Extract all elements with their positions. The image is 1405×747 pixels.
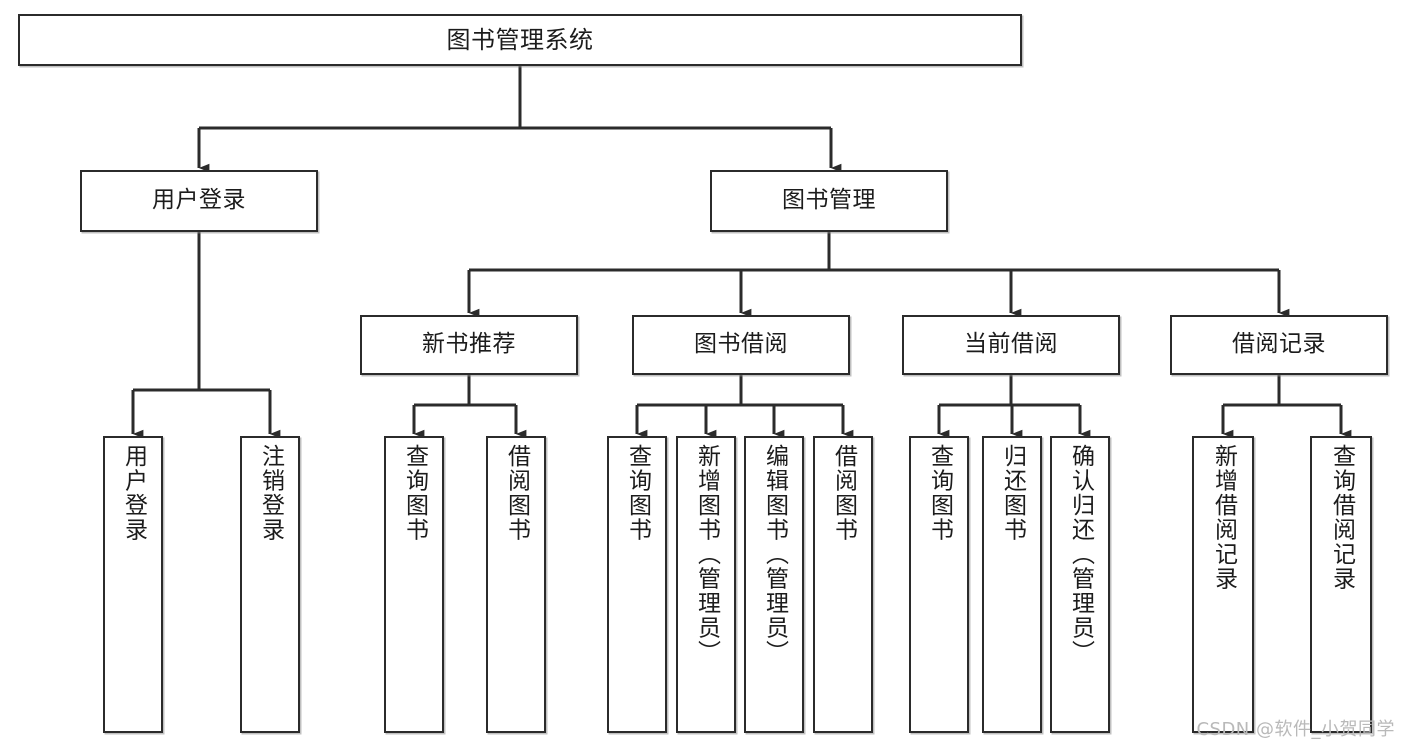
leaf-query-books-borrow[interactable]: 查询图书 (607, 436, 667, 733)
leaf-confirm-return-admin[interactable]: 确认归还（管理员） (1050, 436, 1110, 733)
node-book-borrow[interactable]: 图书借阅 (632, 315, 850, 375)
leaf-logout[interactable]: 注销登录 (240, 436, 300, 733)
node-label: 确认归还（管理员） (1067, 444, 1094, 665)
node-label: 新增图书（管理员） (693, 444, 720, 665)
node-new-book-recommend[interactable]: 新书推荐 (360, 315, 578, 375)
node-root-system[interactable]: 图书管理系统 (18, 14, 1022, 66)
node-label: 借阅记录 (1232, 331, 1326, 358)
node-current-borrow[interactable]: 当前借阅 (902, 315, 1120, 375)
leaf-edit-book-admin[interactable]: 编辑图书（管理员） (744, 436, 804, 733)
node-label: 新增借阅记录 (1210, 444, 1237, 591)
node-label: 用户登录 (120, 444, 147, 542)
node-label: 编辑图书（管理员） (761, 444, 788, 665)
node-user-login[interactable]: 用户登录 (80, 170, 318, 232)
node-label: 查询图书 (401, 444, 428, 542)
node-label: 查询借阅记录 (1328, 444, 1355, 591)
leaf-add-borrow-record[interactable]: 新增借阅记录 (1192, 436, 1254, 733)
node-book-management[interactable]: 图书管理 (710, 170, 948, 232)
node-label: 当前借阅 (964, 331, 1058, 358)
node-label: 图书管理 (782, 187, 876, 214)
leaf-borrow-books-recommend[interactable]: 借阅图书 (486, 436, 546, 733)
node-label: 归还图书 (999, 444, 1026, 542)
node-borrow-record[interactable]: 借阅记录 (1170, 315, 1388, 375)
leaf-return-books[interactable]: 归还图书 (982, 436, 1042, 733)
leaf-add-book-admin[interactable]: 新增图书（管理员） (676, 436, 736, 733)
leaf-query-borrow-record[interactable]: 查询借阅记录 (1310, 436, 1372, 733)
leaf-borrow-books[interactable]: 借阅图书 (813, 436, 873, 733)
leaf-query-books-recommend[interactable]: 查询图书 (384, 436, 444, 733)
leaf-query-books-current[interactable]: 查询图书 (909, 436, 969, 733)
node-label: 借阅图书 (830, 444, 857, 542)
node-label: 图书管理系统 (446, 25, 594, 54)
leaf-user-login[interactable]: 用户登录 (103, 436, 163, 733)
csdn-watermark: CSDN @软件_小贺同学 (1196, 719, 1395, 740)
node-label: 借阅图书 (503, 444, 530, 542)
node-label: 查询图书 (926, 444, 953, 542)
node-label: 注销登录 (257, 444, 284, 542)
node-label: 用户登录 (152, 187, 246, 214)
node-label: 查询图书 (624, 444, 651, 542)
node-label: 新书推荐 (422, 331, 516, 358)
node-label: 图书借阅 (694, 331, 788, 358)
